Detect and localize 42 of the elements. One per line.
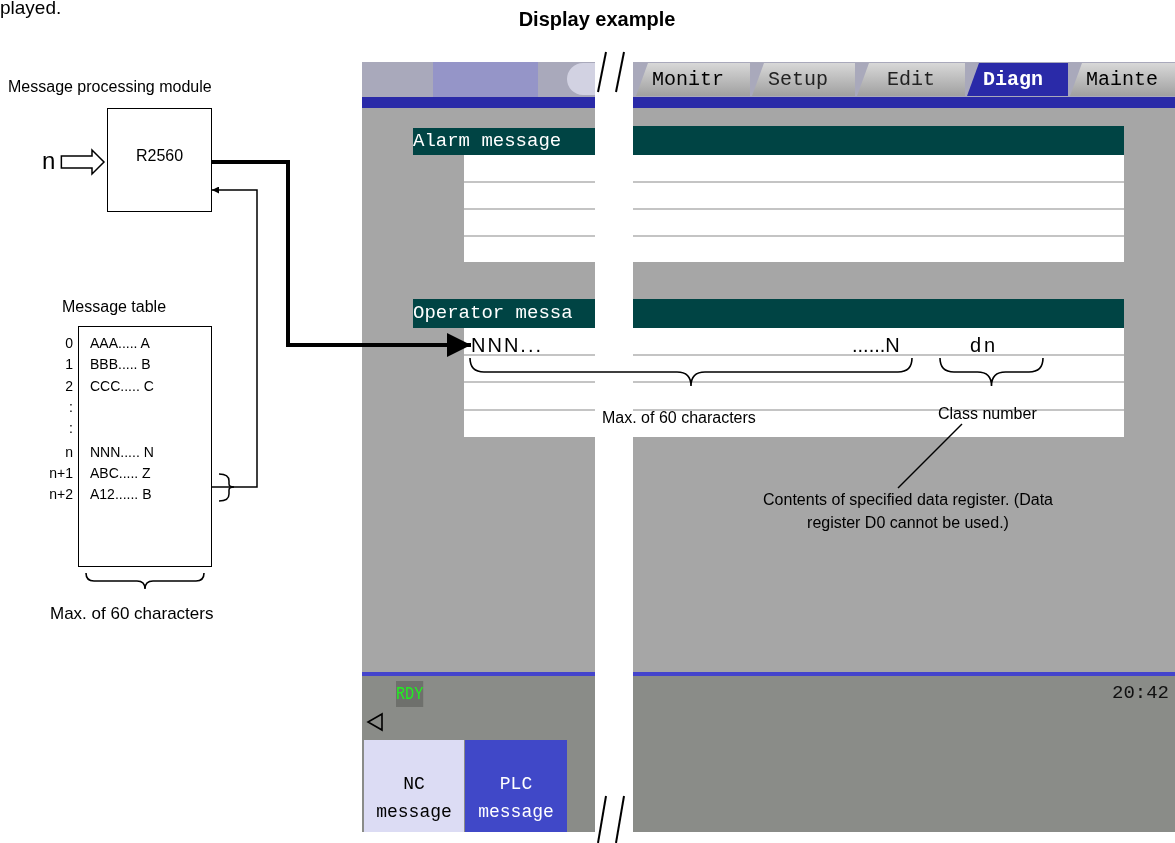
leader-line: [897, 423, 963, 489]
table-heading: Message table: [62, 298, 167, 316]
menu-tab: Diagn: [967, 63, 1068, 96]
menu-tab: Setup: [752, 63, 855, 96]
message-text: ......N: [852, 333, 900, 357]
row-index: n: [64, 444, 73, 460]
table-entry: AAA..... A: [90, 335, 150, 351]
message-text: dn: [970, 333, 999, 357]
block-arrow: [60, 148, 106, 176]
menu-tab: Monitr: [636, 63, 750, 96]
width-note: Max. of 60 characters: [50, 604, 214, 624]
row-index: 1: [64, 356, 73, 372]
arrow: [212, 160, 471, 357]
diagram-title: Display example: [517, 8, 677, 31]
input-label: n: [42, 146, 56, 176]
softkey-button: PLC message: [465, 740, 567, 832]
section-header: Alarm message: [413, 129, 562, 154]
softkey-button: NC message: [364, 740, 464, 832]
table-entry: BBB..... B: [90, 356, 151, 372]
section-header: Operator messa: [413, 301, 573, 326]
message-text: NNN...: [471, 333, 543, 357]
table-entry: ABC..... Z: [90, 465, 151, 481]
arrow: [211, 186, 258, 488]
menu-tab: Mainte: [1070, 63, 1175, 96]
table-entry: CCC..... C: [90, 378, 154, 394]
row-index: :: [68, 420, 73, 436]
menu-tab: Edit: [857, 63, 965, 96]
row-index: n+1: [48, 465, 73, 481]
annotation-text: Contents of specified data register. (Data register D0 cannot be used.): [752, 488, 1064, 534]
box-label: R2560: [134, 146, 185, 165]
row-index: n+2: [48, 486, 73, 502]
annotation-text: Class number: [938, 404, 1037, 424]
table-entry: NNN..... N: [90, 444, 154, 460]
status-indicator: RDY: [396, 681, 424, 707]
row-index: 2: [64, 378, 73, 394]
row-index: :: [68, 399, 73, 415]
clock-text: 20:42: [1112, 681, 1169, 705]
note-text: played.: [0, 0, 62, 19]
row-index: 0: [64, 335, 73, 351]
module-heading: Message processing module: [8, 78, 212, 96]
table-entry: A12...... B: [90, 486, 152, 502]
width-note: Max. of 60 characters: [602, 409, 756, 427]
